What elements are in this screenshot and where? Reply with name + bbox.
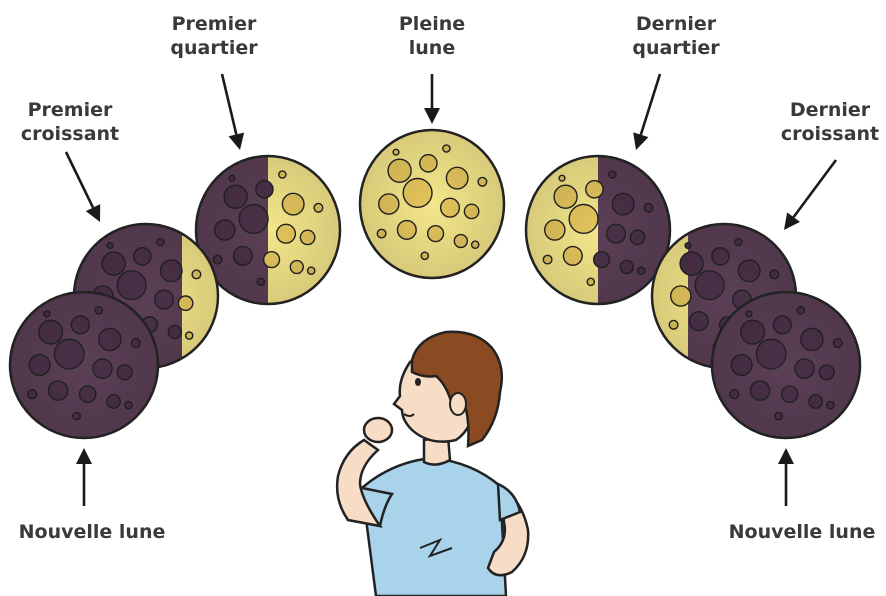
arrow-nouvelle-lune-right: [778, 448, 794, 506]
arrow-premier-quartier: [222, 74, 244, 150]
moon-pleine-lune: [360, 130, 504, 278]
arrow-nouvelle-lune-left: [76, 448, 92, 506]
moon-nouvelle-lune-left: [10, 292, 158, 438]
arrow-dernier-quartier: [633, 74, 660, 150]
moon-nouvelle-lune-right: [712, 292, 860, 438]
arrow-dernier-croissant: [784, 160, 836, 230]
boy-ear: [450, 393, 466, 415]
label-nouvelle-lune-left: Nouvelle lune: [19, 520, 166, 544]
label-pleine-lune: Pleine lune: [399, 12, 465, 60]
arrow-pleine-lune: [424, 74, 440, 124]
label-dernier-croissant: Dernier croissant: [781, 98, 879, 146]
label-premier-croissant: Premier croissant: [21, 98, 119, 146]
label-dernier-quartier: Dernier quartier: [632, 12, 719, 60]
boy-shirt: [362, 458, 506, 596]
boy-eye: [415, 378, 421, 386]
boy-sleeve-right: [498, 484, 520, 520]
boy-hand: [364, 418, 392, 442]
moon-dernier-quartier: [526, 156, 670, 304]
boy-figure: [337, 332, 528, 596]
arrow-premier-croissant: [66, 152, 100, 222]
label-nouvelle-lune-right: Nouvelle lune: [729, 520, 876, 544]
label-premier-quartier: Premier quartier: [170, 12, 257, 60]
